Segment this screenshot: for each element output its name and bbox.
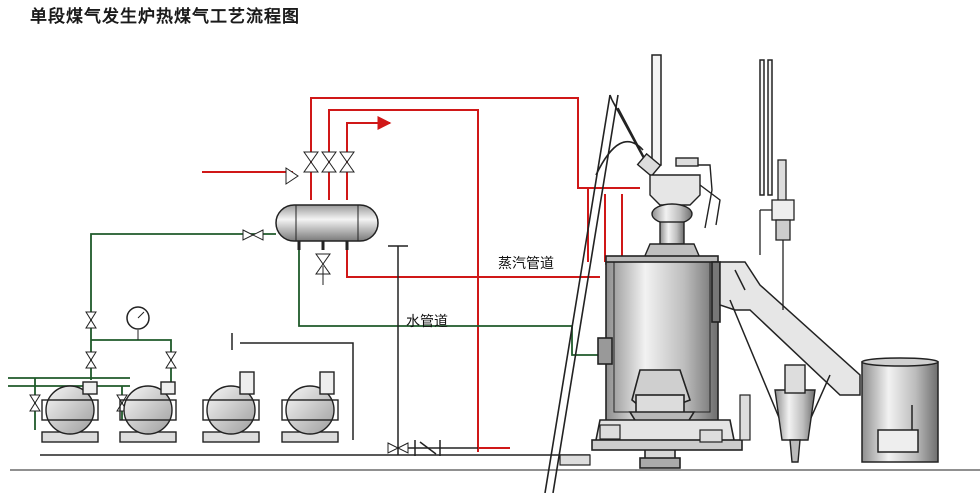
steam-pipe-label: 蒸汽管道 [498, 256, 554, 272]
check-valve-icon [414, 440, 441, 456]
coal-hoist-frame [544, 94, 656, 493]
water-seal-tank [861, 357, 939, 463]
steam-pipe-to-gasifier [346, 240, 600, 278]
ash-discharge [559, 394, 751, 466]
water-pipe-label: 水管道 [406, 314, 448, 330]
diagram-title: 单段煤气发生炉热煤气工艺流程图 [30, 7, 300, 27]
pump-icon [41, 381, 99, 443]
cyclone-separator [774, 364, 816, 463]
steam-to-water-seal [328, 109, 510, 449]
valve-icon [29, 151, 409, 454]
vent-stacks [651, 54, 773, 196]
utility-piping [10, 245, 980, 471]
pressure-gauge-icon [126, 306, 150, 340]
steam-feed-line [202, 171, 293, 180]
coal-feeder [636, 152, 721, 259]
steam-piping [202, 97, 640, 452]
pump-icon [119, 381, 177, 443]
steam-main-line [310, 97, 640, 200]
steam-drum [275, 204, 379, 250]
water-pipe-to-jacket [298, 246, 600, 356]
hoist-tower [759, 159, 795, 310]
steam-vent-line [346, 116, 392, 200]
water-feed-to-drum [90, 233, 276, 380]
pump-icon [202, 371, 260, 443]
pump-icon [281, 371, 339, 443]
gasifier-body [591, 255, 743, 469]
